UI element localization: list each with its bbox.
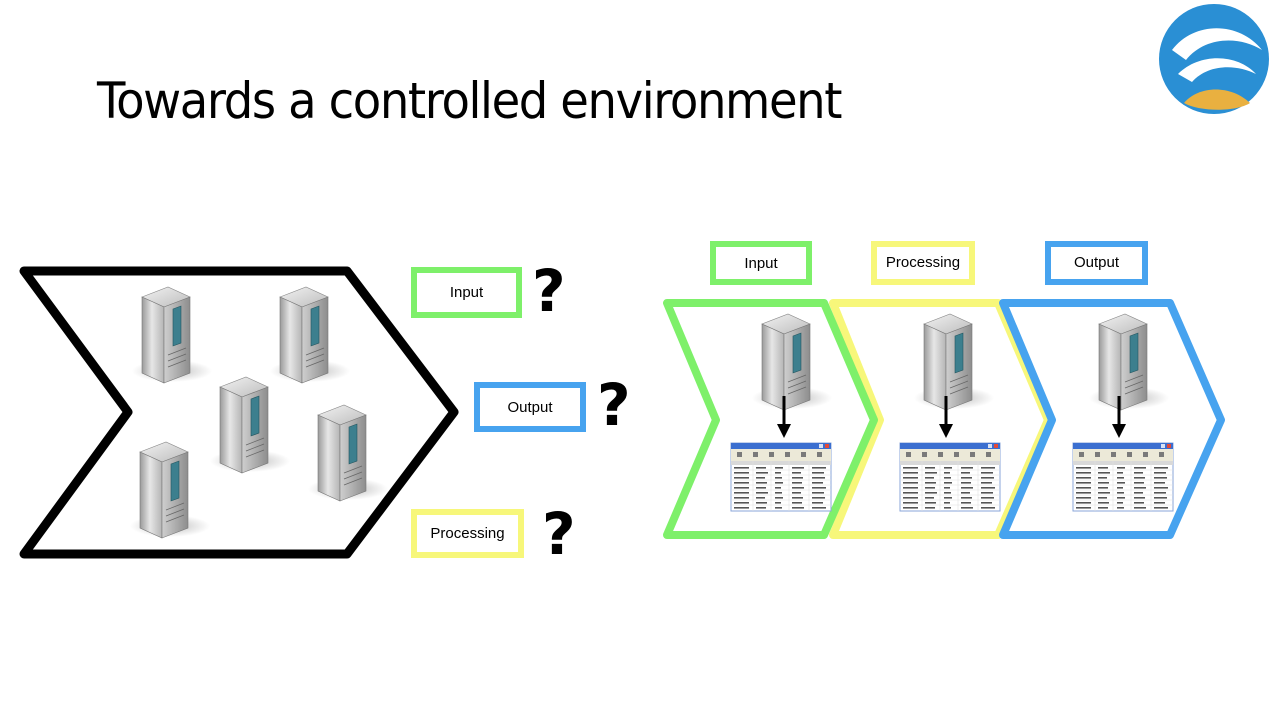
- input-stage-label-text: Input: [744, 254, 778, 272]
- input-label-text: Input: [449, 284, 484, 301]
- question-mark: ?: [532, 257, 566, 325]
- output-stage-label-text: Output: [1073, 254, 1120, 271]
- output-chevron-outline: [999, 299, 1225, 539]
- output-label: Output: [474, 382, 586, 432]
- spreadsheet-window-icon: [899, 442, 1001, 512]
- server-icon: [1088, 313, 1170, 411]
- server-icon: [129, 441, 211, 539]
- slide-title: Towards a controlled environment: [97, 72, 842, 130]
- big-chevron-outline: [19, 266, 459, 559]
- server-icon: [307, 404, 389, 502]
- processing-stage-label: Processing: [871, 241, 975, 285]
- server-icon: [209, 376, 291, 474]
- input-label: Input: [411, 267, 522, 318]
- server-icon: [751, 313, 833, 411]
- server-icon: [131, 286, 213, 384]
- input-chevron-outline: [663, 299, 878, 539]
- logo-icon: [1159, 4, 1269, 114]
- spreadsheet-window-icon: [1072, 442, 1174, 512]
- spreadsheet-window-icon: [730, 442, 832, 512]
- server-icon: [269, 286, 351, 384]
- question-mark: ?: [597, 371, 631, 439]
- question-mark: ?: [542, 500, 576, 568]
- processing-label: Processing: [411, 509, 524, 558]
- server-icon: [913, 313, 995, 411]
- processing-label-text: Processing: [430, 525, 505, 542]
- processing-stage-label-text: Processing: [885, 254, 961, 271]
- input-stage-label: Input: [710, 241, 812, 285]
- output-label-text: Output: [507, 398, 553, 416]
- processing-chevron-outline: [829, 299, 1052, 539]
- output-stage-label: Output: [1045, 241, 1148, 285]
